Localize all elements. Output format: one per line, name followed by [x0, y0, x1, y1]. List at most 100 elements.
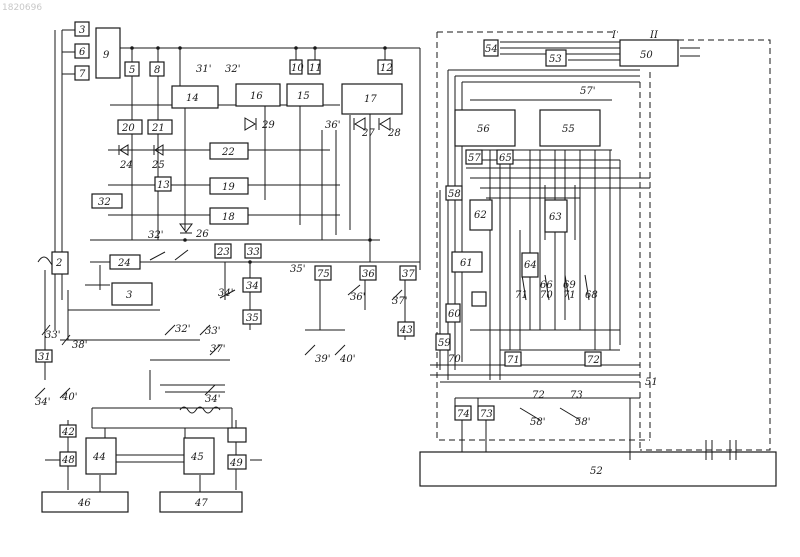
svg-text:60: 60 [448, 309, 461, 320]
svg-text:75: 75 [317, 269, 330, 280]
svg-text:53: 53 [549, 54, 562, 65]
svg-text:32': 32' [148, 230, 163, 241]
svg-text:44: 44 [92, 452, 106, 463]
svg-text:59: 59 [438, 338, 451, 349]
svg-text:37': 37' [392, 296, 407, 307]
svg-text:40': 40' [339, 354, 355, 365]
svg-text:I: I [611, 30, 617, 41]
svg-text:36: 36 [362, 269, 375, 280]
svg-text:62: 62 [474, 210, 487, 221]
svg-text:3: 3 [126, 290, 132, 301]
svg-text:12: 12 [380, 63, 393, 74]
svg-text:70: 70 [448, 354, 461, 365]
left-blocks [36, 22, 416, 512]
svg-text:11: 11 [309, 63, 322, 74]
svg-text:54: 54 [485, 44, 498, 55]
svg-text:57': 57' [580, 86, 595, 97]
svg-text:56: 56 [477, 124, 490, 135]
svg-text:66: 66 [540, 280, 553, 291]
svg-text:II: II [649, 30, 659, 41]
svg-text:9: 9 [103, 50, 110, 61]
svg-text:71: 71 [563, 290, 576, 301]
svg-text:47: 47 [194, 498, 208, 509]
svg-text:24: 24 [117, 258, 131, 269]
svg-text:36': 36' [325, 120, 340, 131]
svg-text:14: 14 [186, 93, 199, 104]
svg-text:58: 58 [448, 189, 461, 200]
svg-text:19: 19 [222, 182, 235, 193]
svg-text:32: 32 [98, 197, 111, 208]
svg-text:3: 3 [79, 25, 85, 36]
svg-text:16: 16 [250, 91, 263, 102]
svg-text:2: 2 [55, 258, 62, 269]
svg-text:58': 58' [530, 417, 545, 428]
svg-text:48: 48 [61, 455, 75, 466]
svg-text:25: 25 [151, 160, 165, 171]
svg-text:15: 15 [297, 91, 310, 102]
block-67 [472, 292, 486, 306]
svg-text:55: 55 [562, 124, 575, 135]
svg-text:37': 37' [210, 344, 225, 355]
right-blocks [436, 40, 678, 420]
svg-text:73: 73 [480, 409, 493, 420]
svg-text:70: 70 [540, 290, 553, 301]
svg-text:31': 31' [196, 64, 211, 75]
svg-text:40': 40' [61, 392, 77, 403]
svg-text:5: 5 [129, 65, 135, 76]
svg-text:23: 23 [216, 247, 230, 258]
svg-text:8: 8 [154, 65, 160, 76]
diodes [119, 118, 390, 233]
svg-text:49: 49 [229, 458, 243, 469]
svg-text:34: 34 [246, 281, 259, 292]
svg-text:32': 32' [175, 324, 190, 335]
svg-text:58': 58' [575, 417, 590, 428]
svg-text:38': 38' [72, 340, 87, 351]
svg-text:33': 33' [205, 326, 220, 337]
svg-text:43: 43 [399, 325, 413, 336]
svg-text:24: 24 [119, 160, 133, 171]
svg-text:35': 35' [290, 264, 305, 275]
left-junction-dots [130, 46, 387, 264]
svg-text:7: 7 [79, 69, 86, 80]
svg-text:17: 17 [364, 94, 377, 105]
svg-text:33': 33' [45, 330, 60, 341]
svg-text:71: 71 [507, 355, 520, 366]
svg-text:33: 33 [247, 247, 260, 258]
svg-text:51: 51 [645, 377, 658, 388]
svg-text:34': 34' [35, 397, 50, 408]
svg-text:13: 13 [157, 180, 170, 191]
svg-text:52: 52 [590, 466, 603, 477]
svg-text:36': 36' [350, 292, 365, 303]
svg-text:22: 22 [221, 147, 235, 158]
svg-text:71: 71 [515, 290, 528, 301]
left-labels: 31' 32' 29 36' 27 28 24 25 26 32' 35' 34… [35, 64, 407, 408]
svg-text:28: 28 [387, 128, 401, 139]
svg-text:50: 50 [640, 50, 653, 61]
svg-text:34': 34' [205, 394, 220, 405]
svg-text:46: 46 [77, 498, 91, 509]
svg-text:18: 18 [222, 212, 235, 223]
svg-text:34': 34' [218, 288, 233, 299]
svg-text:31: 31 [38, 352, 51, 363]
svg-text:39': 39' [315, 354, 330, 365]
svg-text:10: 10 [291, 63, 304, 74]
svg-text:74: 74 [457, 409, 470, 420]
svg-text:64: 64 [524, 260, 537, 271]
svg-text:72: 72 [532, 390, 545, 401]
svg-text:61: 61 [460, 258, 473, 269]
svg-text:68: 68 [585, 290, 598, 301]
svg-text:73: 73 [570, 390, 583, 401]
svg-text:65: 65 [499, 153, 512, 164]
svg-text:32': 32' [225, 64, 240, 75]
svg-text:20: 20 [121, 123, 135, 134]
svg-text:37: 37 [402, 269, 415, 280]
document-number: 1820696 [2, 3, 42, 13]
svg-text:63: 63 [549, 212, 562, 223]
svg-text:72: 72 [587, 355, 600, 366]
svg-text:29: 29 [261, 120, 275, 131]
svg-text:6: 6 [79, 47, 86, 58]
svg-text:21: 21 [151, 123, 165, 134]
svg-text:27: 27 [361, 128, 375, 139]
svg-text:26: 26 [195, 229, 209, 240]
